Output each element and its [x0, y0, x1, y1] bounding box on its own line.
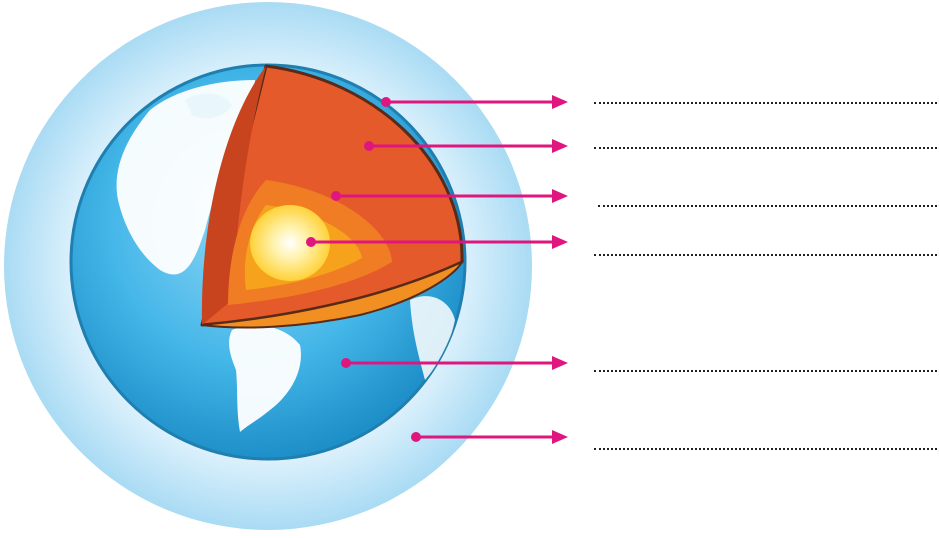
pointer-head-3	[552, 189, 568, 203]
pointer-dot-5	[341, 358, 351, 368]
answer-blank-3[interactable]	[598, 205, 937, 207]
answer-blank-6[interactable]	[594, 448, 937, 450]
pointer-dot-4	[306, 237, 316, 247]
pointer-dot-3	[331, 191, 341, 201]
earth-globe-icon	[71, 65, 465, 459]
pointer-dot-6	[411, 432, 421, 442]
pointer-dot-1	[381, 97, 391, 107]
answer-blank-2[interactable]	[594, 147, 937, 149]
pointer-dot-2	[364, 141, 374, 151]
pointer-head-1	[552, 95, 568, 109]
pointer-head-2	[552, 139, 568, 153]
answer-blank-4[interactable]	[594, 254, 937, 256]
pointer-head-5	[552, 356, 568, 370]
answer-blank-5[interactable]	[594, 370, 937, 372]
answer-blank-1[interactable]	[594, 102, 937, 104]
pointer-head-4	[552, 235, 568, 249]
pointer-head-6	[552, 430, 568, 444]
